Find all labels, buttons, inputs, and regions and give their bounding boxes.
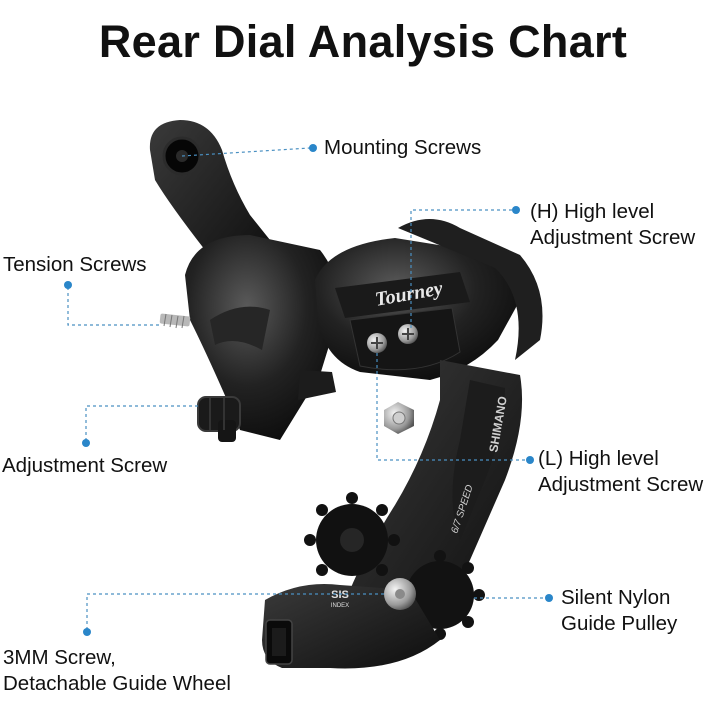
tension-screw-icon [159,313,191,329]
l-adjust-dot [526,456,534,464]
pulley-bolt-icon [384,578,416,610]
guide-wheel-dot [83,628,91,636]
guide-pulley-dot [545,594,553,602]
cable-nut-icon [384,402,414,434]
h-screw-icon [367,333,387,353]
derailleur-body [185,235,340,440]
mounting-screws-label: Mounting Screws [324,136,482,159]
l-screw-icon [398,324,418,344]
h-adjust-label: (H) High level Adjustment Screw [530,200,696,249]
leader-lines [64,144,553,636]
adjustment-barrel-icon [197,396,241,442]
tension-screws-label: Tension Screws [3,253,147,276]
parallelogram-housing [315,219,543,380]
svg-text:SIS: SIS [331,589,349,601]
sis-logo: SIS INDEX [331,589,349,609]
guide-wheel-label: 3MM Screw, Detachable Guide Wheel [3,646,231,695]
svg-text:INDEX: INDEX [331,603,349,609]
upper-pulley-icon [304,492,400,576]
guide-pulley-label: Silent Nylon Guide Pulley [561,586,678,635]
mounting-screws-dot [309,144,317,152]
tension-screws-dot [64,281,72,289]
page-title: Rear Dial Analysis Chart [98,16,628,67]
l-adjust-label: (L) High level Adjustment Screw [538,447,704,496]
adjustment-screw-label: Adjustment Screw [2,454,168,477]
adjustment-screw-dot [82,439,90,447]
h-adjust-dot [512,206,520,214]
